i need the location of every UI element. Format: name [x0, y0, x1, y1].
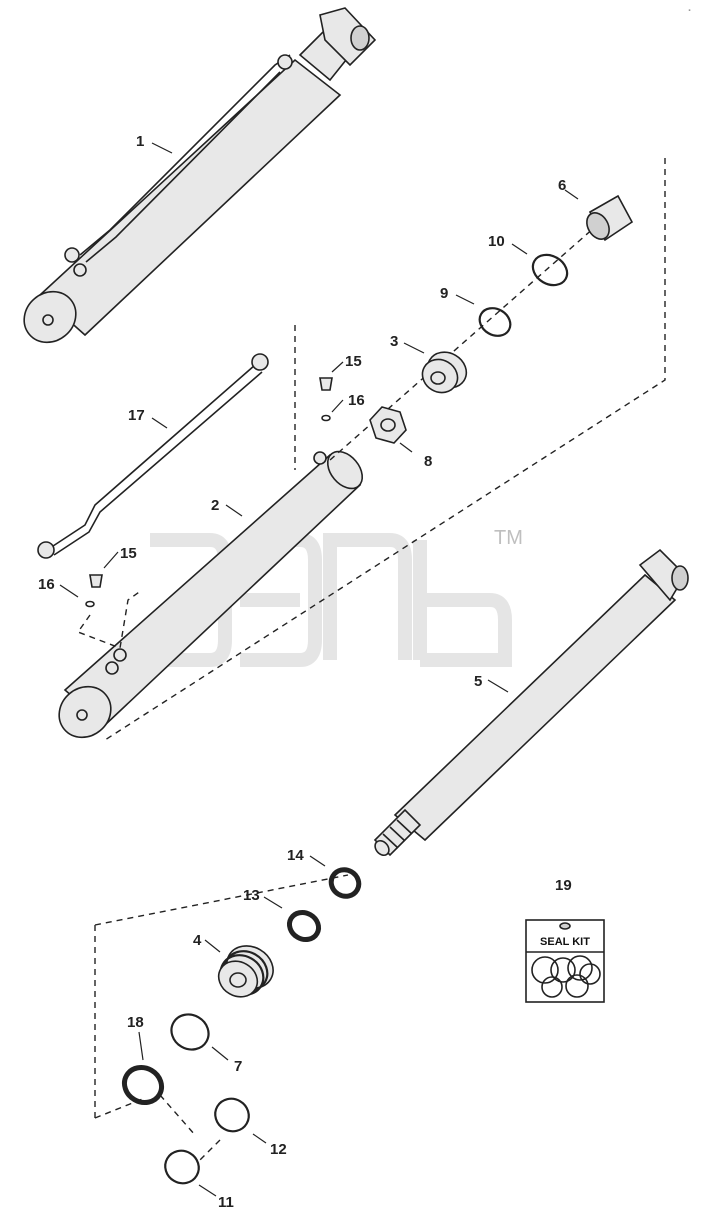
- washer-part-16-bottom: [85, 600, 95, 608]
- ring-part-12: [214, 1097, 250, 1133]
- cylinder-barrel-part-2: [58, 450, 364, 739]
- tube-part-17: [37, 353, 269, 559]
- label-part-10: 10: [488, 233, 505, 250]
- bushing-part-6: [586, 194, 634, 242]
- ring-part-18: [121, 1064, 165, 1106]
- ring-part-10: [531, 253, 569, 287]
- ring-part-7: [170, 1013, 210, 1051]
- bleeder-screw-part-15-top: [319, 377, 333, 391]
- label-part-15-top: 15: [345, 353, 362, 370]
- ring-part-14: [328, 867, 362, 899]
- nut-part-8: [369, 406, 407, 444]
- label-part-15-bottom: 15: [120, 545, 137, 562]
- gland-part-3: [421, 351, 468, 394]
- seal-kit-part-19: SEAL KIT: [525, 919, 605, 1003]
- ring-part-9: [478, 307, 512, 337]
- cylinder-assembly-part-1: [23, 7, 377, 344]
- label-part-4: 4: [193, 932, 202, 949]
- leader-lines: [59, 142, 579, 1197]
- label-part-6: 6: [558, 177, 566, 194]
- seal-kit-text: SEAL KIT: [540, 936, 590, 948]
- label-part-14: 14: [287, 847, 304, 864]
- label-part-3: 3: [390, 333, 398, 350]
- label-part-2: 2: [211, 497, 219, 514]
- bleeder-screw-part-15-bottom: [89, 574, 103, 588]
- washer-part-16-top: [321, 414, 331, 422]
- label-part-12: 12: [270, 1141, 287, 1158]
- ring-part-11: [164, 1149, 200, 1185]
- corner-mark: ·: [688, 5, 692, 17]
- label-part-11: 11: [218, 1194, 234, 1211]
- label-part-7: 7: [234, 1058, 242, 1075]
- label-part-13: 13: [243, 887, 260, 904]
- label-part-9: 9: [440, 285, 448, 302]
- trademark-text: TM: [494, 527, 523, 549]
- label-part-17: 17: [128, 407, 145, 424]
- label-part-19: 19: [555, 877, 572, 894]
- piston-rod-part-5: [373, 548, 689, 857]
- label-part-16-top: 16: [348, 392, 365, 409]
- label-part-1: 1: [136, 133, 144, 150]
- label-part-18: 18: [127, 1014, 144, 1031]
- label-part-5: 5: [474, 673, 482, 690]
- label-part-8: 8: [424, 453, 432, 470]
- label-part-16-bottom: 16: [38, 576, 55, 593]
- piston-part-4: [217, 945, 274, 998]
- ring-part-13: [286, 909, 322, 943]
